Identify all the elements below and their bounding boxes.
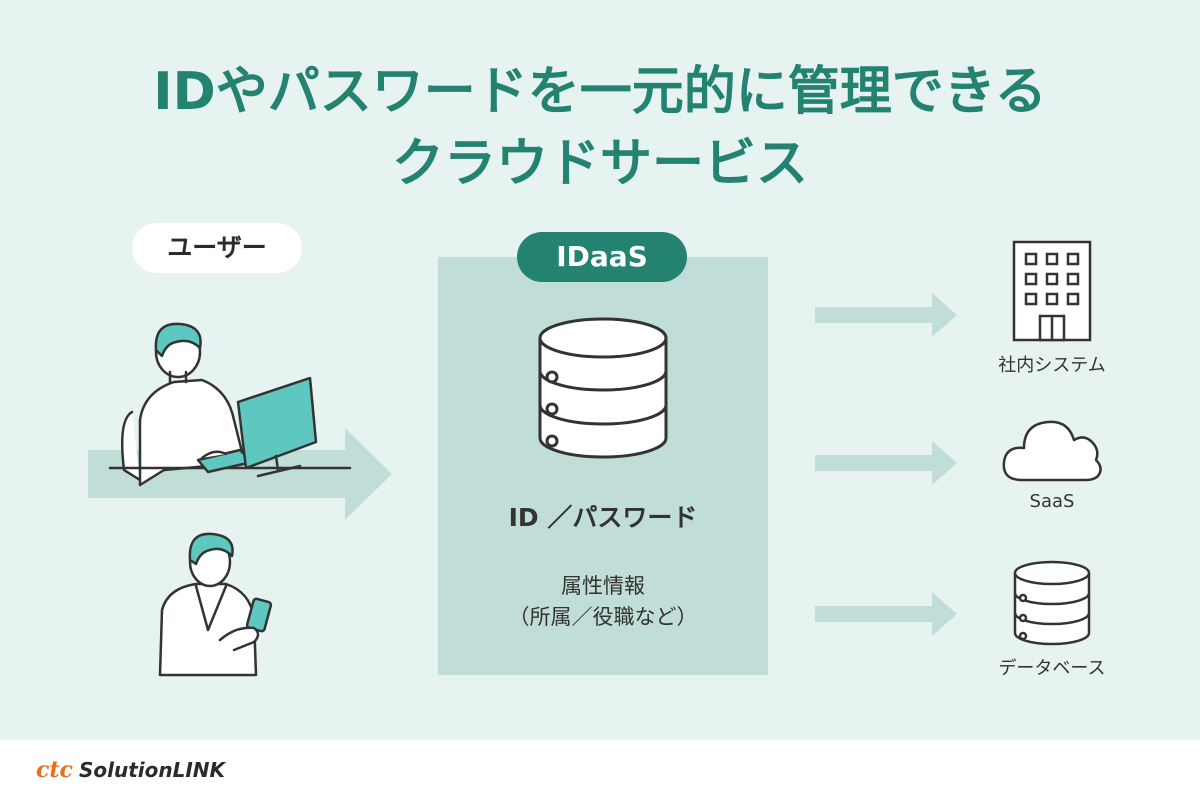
footer — [0, 740, 1200, 800]
idaas-to-database-arrow — [815, 592, 957, 636]
diagram-canvas: IDやパスワードを一元的に管理できる クラウドサービス ユーザー IDaaS I… — [0, 0, 1200, 740]
logo-ctc: ctc — [36, 757, 73, 783]
title-line-2: クラウドサービス — [391, 134, 808, 194]
saas-label: SaaS — [1029, 491, 1075, 512]
database-label: データベース — [998, 658, 1106, 679]
title-line-1: IDやパスワードを一元的に管理できる — [153, 62, 1047, 122]
internal-system-label: 社内システム — [998, 355, 1106, 376]
user-label: ユーザー — [132, 223, 302, 273]
idaas-to-internal-arrow — [815, 293, 957, 337]
attributes-detail-text: （所属／役職など） — [508, 605, 698, 629]
database-icon — [1013, 560, 1091, 646]
user-smartphone-illustration — [158, 532, 273, 677]
building-icon — [1012, 240, 1092, 342]
central-database-icon — [538, 317, 668, 459]
idaas-label: IDaaS — [517, 232, 687, 282]
logo-brand: SolutionLINK — [78, 758, 226, 782]
user-desktop-illustration — [108, 322, 352, 487]
cloud-icon — [1002, 420, 1102, 482]
idaas-to-saas-arrow — [815, 441, 957, 485]
id-password-text: ID ／パスワード — [508, 503, 698, 532]
attributes-text: 属性情報 — [561, 574, 645, 598]
